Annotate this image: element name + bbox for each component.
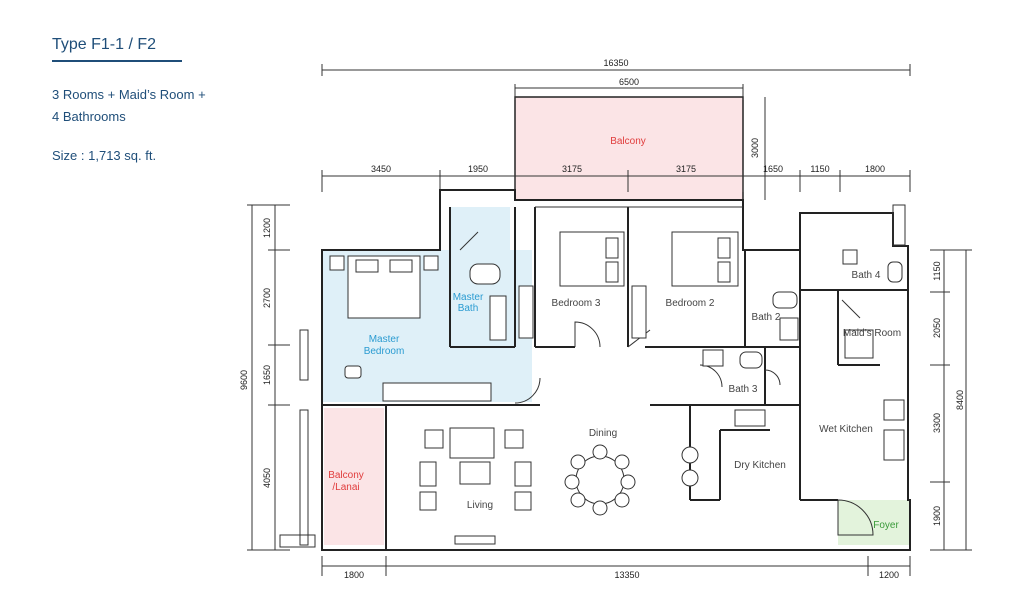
dim-bottom-seg1: 1800 [344, 570, 364, 580]
dim-bottom-seg2: 13350 [614, 570, 639, 580]
bedroom3-wardrobe [518, 285, 534, 339]
dim-top-seg4: 3175 [676, 164, 696, 174]
dim-right-total: 8400 [955, 390, 965, 410]
label-master-bath-line1: Master [453, 292, 484, 303]
dim-top-seg7: 1800 [865, 164, 885, 174]
bedroom2-furniture [631, 231, 799, 341]
dim-right-seg2: 2050 [932, 318, 942, 338]
unit-description-line2: 4 Bathrooms [52, 109, 126, 124]
living-furniture [419, 427, 532, 545]
dim-top-seg3: 3175 [562, 164, 582, 174]
master-bedroom-furniture [329, 255, 507, 402]
bedroom3-furniture [518, 231, 625, 339]
label-bath3: Bath 3 [729, 384, 758, 395]
dim-left-seg2: 2700 [262, 288, 272, 308]
dim-top-seg1: 3450 [371, 164, 391, 174]
label-foyer: Foyer [873, 520, 899, 531]
master-vanity [489, 295, 507, 341]
walls [321, 189, 911, 551]
master-wardrobe [382, 382, 492, 402]
dim-top-seg2: 1950 [468, 164, 488, 174]
sofa [449, 427, 495, 459]
label-balcony-lanai-line1: Balcony [328, 470, 364, 481]
label-dining: Dining [589, 428, 617, 439]
dim-bottom-seg3: 1200 [879, 570, 899, 580]
balcony-top-zone [514, 96, 744, 201]
foyer-zone [838, 500, 910, 545]
dim-left-seg4: 4050 [262, 468, 272, 488]
label-dry-kitchen: Dry Kitchen [734, 460, 786, 471]
balcony-lanai-zone [324, 408, 384, 545]
dim-top-seg5: 1650 [763, 164, 783, 174]
dim-top-total: 16350 [603, 58, 628, 68]
unit-description-line1: 3 Rooms + Maid’s Room + [52, 87, 206, 102]
label-balcony-lanai-line2: /Lanai [332, 482, 359, 493]
plan-title: Type F1-1 / F2 [52, 36, 157, 53]
tv-console [454, 535, 496, 545]
dim-right-seg1: 1150 [932, 261, 942, 280]
master-toilet [469, 263, 501, 285]
service-fixtures [702, 249, 905, 461]
dim-right-seg3: 3300 [932, 413, 942, 433]
bedroom2-wardrobe [631, 285, 647, 339]
label-living: Living [467, 500, 493, 511]
title-underline [52, 60, 182, 62]
window-marks [279, 204, 906, 548]
dim-left-total: 9600 [239, 370, 249, 390]
label-bedroom3: Bedroom 3 [552, 298, 601, 309]
unit-size: Size : 1,713 sq. ft. [52, 148, 157, 163]
label-wet-kitchen: Wet Kitchen [819, 424, 873, 435]
dim-left-seg3: 1650 [262, 365, 272, 385]
label-maids-room: Maid’s Room [843, 328, 901, 339]
dim-top-seg6: 1150 [810, 164, 829, 174]
dim-top-balcony: 6500 [619, 77, 639, 87]
dim-balcony-depth: 3000 [750, 138, 760, 158]
dim-right-seg4: 1900 [932, 506, 942, 526]
coffee-table [459, 461, 491, 485]
label-bedroom2: Bedroom 2 [666, 298, 715, 309]
dimension-lines [247, 64, 972, 576]
label-master-bedroom-line2: Bedroom [364, 346, 405, 357]
dining-furniture [564, 444, 699, 516]
dim-left-seg1: 1200 [262, 218, 272, 238]
label-master-bath-line2: Bath [458, 303, 479, 314]
label-balcony-top: Balcony [610, 136, 646, 147]
label-bath2: Bath 2 [752, 312, 781, 323]
label-master-bedroom-line1: Master [369, 334, 400, 345]
label-bath4: Bath 4 [852, 270, 881, 281]
